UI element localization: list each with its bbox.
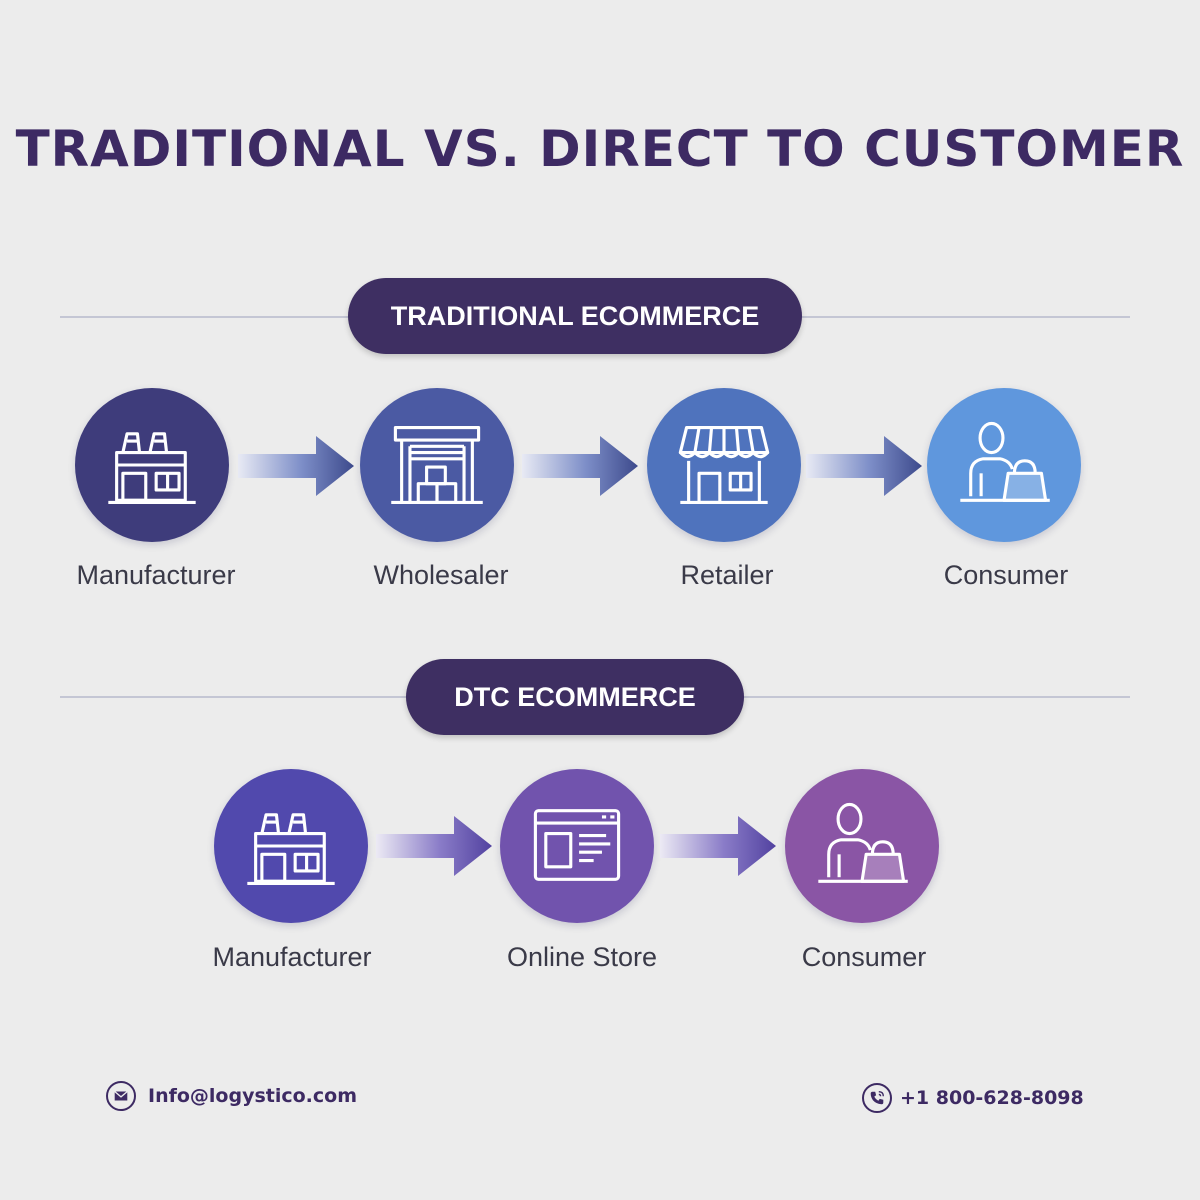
traditional-retailer-node [647, 388, 801, 542]
step-label-manufacturer: Manufacturer [212, 942, 372, 972]
flow-arrow-icon [238, 436, 354, 496]
flow-arrow-icon [376, 816, 492, 876]
traditional-manufacturer-node [75, 388, 229, 542]
step-label-manufacturer: Manufacturer [76, 560, 236, 590]
step-label-consumer: Consumer [801, 942, 927, 972]
flow-arrow-icon [522, 436, 638, 496]
step-label-retailer: Retailer [680, 560, 774, 590]
step-label-wholesaler: Wholesaler [373, 560, 509, 590]
dtc-consumer-node [785, 769, 939, 923]
page-title: TRADITIONAL VS. DIRECT TO CUSTOMER [15, 120, 1185, 178]
flow-arrow-icon [806, 436, 922, 496]
step-label-consumer: Consumer [943, 560, 1069, 590]
envelope-icon [106, 1081, 136, 1111]
email-text[interactable]: Info@logystico.com [148, 1085, 358, 1107]
dtc-manufacturer-node [214, 769, 368, 923]
phone-contact[interactable]: +1 800-628-8098 [862, 1083, 1084, 1113]
phone-text[interactable]: +1 800-628-8098 [900, 1087, 1084, 1109]
dtc-heading: DTC ECOMMERCE [406, 659, 744, 735]
email-contact[interactable]: Info@logystico.com [106, 1081, 357, 1111]
shopper-icon [952, 413, 1056, 517]
traditional-wholesaler-node [360, 388, 514, 542]
traditional-heading: TRADITIONAL ECOMMERCE [348, 278, 802, 354]
step-label-online-store: Online Store [506, 942, 658, 972]
phone-icon [862, 1083, 892, 1113]
shopper-icon [810, 794, 914, 898]
flow-arrow-icon [660, 816, 776, 876]
web-store-icon [525, 794, 629, 898]
traditional-consumer-node [927, 388, 1081, 542]
storefront-icon [672, 413, 776, 517]
factory-icon [239, 794, 343, 898]
warehouse-icon [385, 413, 489, 517]
factory-icon [100, 413, 204, 517]
dtc-online-store-node [500, 769, 654, 923]
